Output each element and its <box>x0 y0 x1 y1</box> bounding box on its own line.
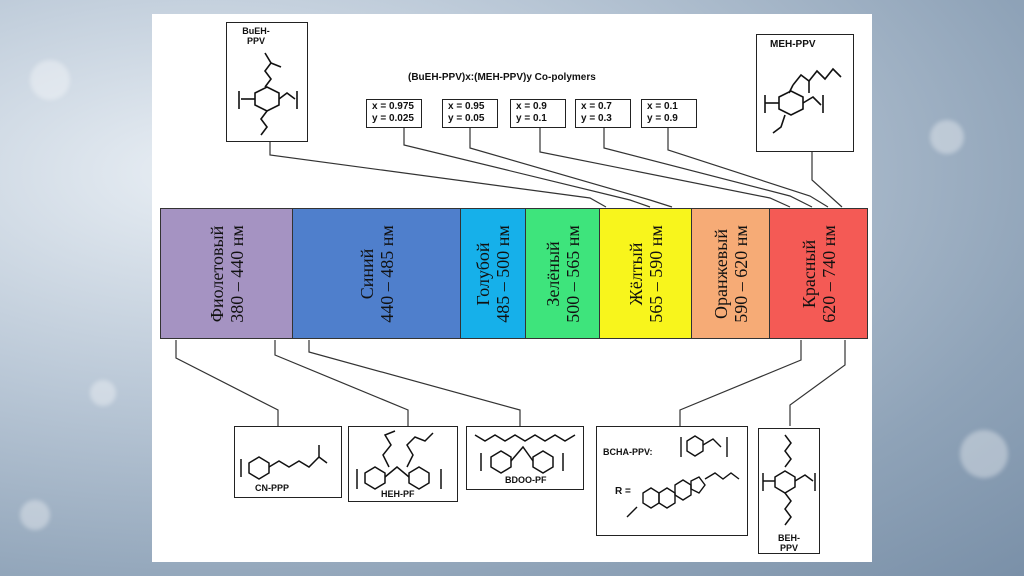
ratio-x: x = 0.975 <box>372 101 414 112</box>
band-name: Красный <box>798 239 819 308</box>
band-range: 500 – 565 нм <box>562 224 583 323</box>
bcha-ppv-label: BCHA-PPV: <box>603 447 653 457</box>
bueh-ppv-structure <box>226 22 308 142</box>
ratio-x: x = 0.1 <box>647 101 678 112</box>
cn-ppp-molecule-icon <box>240 445 328 480</box>
ratio-box: x = 0.9 y = 0.1 <box>510 99 566 128</box>
r-group-label: R = <box>615 486 631 497</box>
cn-ppp-label: CN-PPP <box>255 483 290 493</box>
ratio-box: x = 0.95 y = 0.05 <box>442 99 498 128</box>
meh-ppv-label: MEH-PPV <box>770 39 816 50</box>
bueh-ppv-molecule-icon <box>238 52 298 136</box>
bcha-ppv-structure: BCHA-PPV: R = <box>596 426 748 536</box>
band-name: Синий <box>356 248 377 299</box>
bdoo-pf-label: BDOO-PF <box>505 475 547 485</box>
beh-ppv-label: BEH-PPV <box>778 533 800 553</box>
band-range: 485 – 500 нм <box>493 224 513 323</box>
band-name: Оранжевый <box>710 228 731 319</box>
bueh-ppv-label: BuEH-PPV <box>242 26 270 46</box>
heh-pf-structure: HEH-PF <box>348 426 458 502</box>
ratio-box: x = 0.7 y = 0.3 <box>575 99 631 128</box>
bcha-ppv-molecule-icon <box>626 435 740 518</box>
band-range: 440 – 485 нм <box>376 224 397 323</box>
ratio-x: x = 0.95 <box>448 101 485 112</box>
bdoo-pf-molecule-icon <box>474 434 576 474</box>
band-range: 620 – 740 нм <box>818 224 839 323</box>
ratio-x: x = 0.9 <box>516 101 547 112</box>
bokeh-light <box>960 430 1008 478</box>
meh-ppv-structure <box>756 34 854 152</box>
ratio-y: y = 0.3 <box>581 113 612 124</box>
ratio-box: x = 0.975 y = 0.025 <box>366 99 422 128</box>
band-name: Зелёный <box>542 240 563 307</box>
bokeh-light <box>930 120 964 154</box>
beh-ppv-molecule-icon <box>762 434 816 526</box>
ratio-y: y = 0.1 <box>516 113 547 124</box>
ratio-box: x = 0.1 y = 0.9 <box>641 99 697 128</box>
band-name: Фиолетовый <box>206 225 227 322</box>
band-range: 565 – 590 нм <box>645 224 666 323</box>
band-name: Жёлтый <box>625 242 646 305</box>
band-name: Голубой <box>473 241 493 306</box>
bokeh-light <box>30 60 70 100</box>
ratio-y: y = 0.05 <box>448 113 485 124</box>
bdoo-pf-structure: BDOO-PF <box>466 426 584 490</box>
band-range: 380 – 440 нм <box>226 224 247 323</box>
bokeh-light <box>90 380 116 406</box>
copolymer-title: (BuEH-PPV)x:(MEH-PPV)y Co-polymers <box>408 72 596 83</box>
ratio-x: x = 0.7 <box>581 101 612 112</box>
cn-ppp-structure: CN-PPP <box>234 426 342 498</box>
bokeh-light <box>20 500 50 530</box>
heh-pf-label: HEH-PF <box>381 489 415 499</box>
beh-ppv-structure: BEH-PPV <box>758 428 820 554</box>
ratio-y: y = 0.025 <box>372 113 414 124</box>
band-range: 590 – 620 нм <box>730 224 751 323</box>
ratio-y: y = 0.9 <box>647 113 678 124</box>
heh-pf-molecule-icon <box>356 430 442 490</box>
meh-ppv-molecule-icon <box>764 67 842 134</box>
